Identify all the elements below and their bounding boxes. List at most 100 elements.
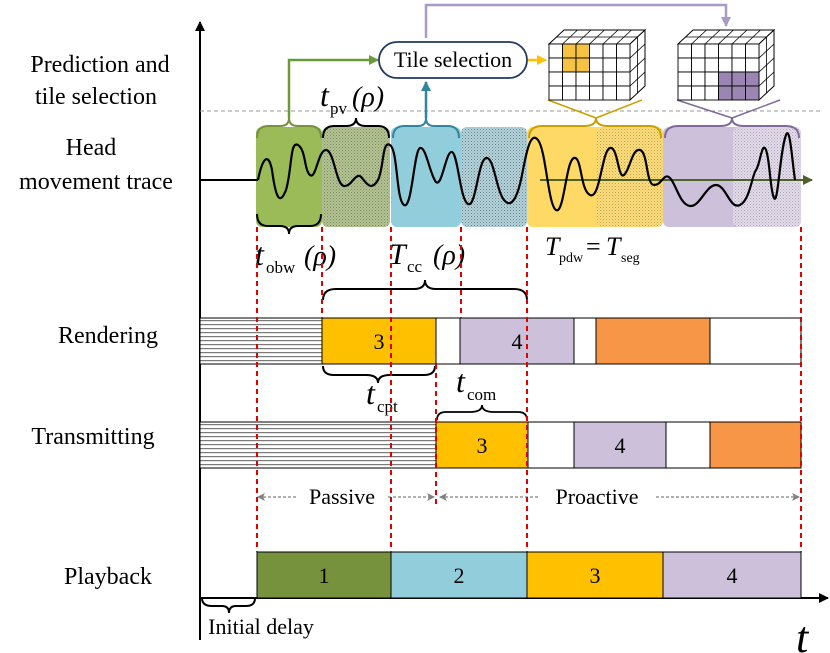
- proactive-label: Proactive: [555, 484, 638, 509]
- tile-cell: [677, 85, 692, 101]
- tile-cell: [589, 71, 604, 87]
- head-trace-curve: [256, 132, 797, 212]
- brace-initial-delay: [201, 597, 256, 614]
- pdw3-connector-right: [595, 99, 643, 119]
- tile-cell: [602, 43, 617, 59]
- tile-cell: [704, 85, 719, 101]
- brace-T-cc: [322, 279, 528, 301]
- symbol-t-com: t com: [456, 363, 496, 404]
- transmitting-gap-1: [527, 421, 575, 469]
- tile-cell-selected: [718, 85, 733, 101]
- tile-cell: [691, 57, 706, 73]
- tile-cell: [677, 57, 692, 73]
- playback-block-1: [256, 551, 392, 599]
- row-label-head-1: Head: [66, 135, 117, 161]
- symbol-t-obw: t obw (ρ): [255, 236, 336, 277]
- cc-hatch-tint: [461, 127, 527, 227]
- transmitting-idle-hatch: [199, 421, 437, 469]
- playback-block-4: [662, 551, 802, 599]
- tile-cell: [589, 43, 604, 59]
- svg-text:t: t: [320, 77, 330, 113]
- pdw-hatch-tint-3: [597, 127, 663, 227]
- tile-cell-selected: [745, 71, 760, 87]
- tile-cell: [704, 57, 719, 73]
- pdw3-connector-left: [547, 99, 597, 119]
- tile-cell: [704, 43, 719, 59]
- tile-cell-selected: [575, 57, 590, 73]
- tile-cell: [548, 85, 563, 101]
- pdw4-connector-right: [731, 99, 781, 119]
- svg-text:(ρ): (ρ): [433, 240, 465, 271]
- svg-text:cc: cc: [407, 257, 423, 276]
- tile-cell: [718, 57, 733, 73]
- tile-cell-selected: [745, 85, 760, 101]
- tile-cell-selected: [562, 43, 577, 59]
- tile-cell-selected: [731, 85, 746, 101]
- feedback-arrow-to-next-cube: [424, 3, 731, 38]
- tile-cell: [731, 43, 746, 59]
- tile-cell-selected: [575, 43, 590, 59]
- brace-pv-top: [322, 117, 390, 139]
- pdw4-connector-left: [676, 99, 733, 119]
- tile-cell-selected: [731, 71, 746, 87]
- transmitting-block-5: [709, 421, 802, 469]
- symbol-t-pv: t pv (ρ): [320, 77, 384, 118]
- playback-label-4: 4: [727, 563, 738, 588]
- rendering-gap-1: [435, 317, 461, 365]
- playback-label-2: 2: [454, 563, 465, 588]
- tile-selection-label: Tile selection: [394, 47, 512, 72]
- svg-text:(ρ): (ρ): [352, 82, 384, 113]
- tile-cell: [691, 43, 706, 59]
- tile-cell: [616, 71, 631, 87]
- symbol-T-pdw-eq-T-seg: T pdw = T seg: [545, 232, 640, 266]
- tile-cube-segment-3: [547, 28, 647, 102]
- tile-cell: [616, 57, 631, 73]
- tile-selection-box: [378, 41, 528, 79]
- tile-cell: [602, 71, 617, 87]
- playback-row: 1 2 3 4: [256, 551, 802, 599]
- tile-cell: [548, 43, 563, 59]
- svg-text:T: T: [606, 232, 622, 261]
- svg-text:t: t: [366, 375, 376, 411]
- tile-cell: [691, 85, 706, 101]
- tile-cell: [704, 71, 719, 87]
- tile-cell: [589, 85, 604, 101]
- row-label-prediction-2: tile selection: [35, 84, 157, 110]
- rendering-gap-2: [573, 317, 597, 365]
- tile-cell: [548, 71, 563, 87]
- tile-cell: [562, 85, 577, 101]
- transmitting-label-4: 4: [615, 433, 626, 458]
- row-label-rendering: Rendering: [58, 323, 158, 349]
- tile-cell: [731, 57, 746, 73]
- svg-text:T: T: [545, 232, 561, 261]
- cc-window-block: [391, 127, 461, 227]
- transmitting-block-4: [573, 421, 667, 469]
- tile-cell: [745, 43, 760, 59]
- initial-delay-label: Initial delay: [208, 614, 314, 639]
- rendering-row: 3 4: [199, 317, 802, 365]
- tile-cell: [575, 71, 590, 87]
- svg-text:(ρ): (ρ): [304, 241, 336, 272]
- svg-text:cpt: cpt: [377, 397, 398, 416]
- svg-text:seg: seg: [621, 251, 640, 266]
- tile-cell: [718, 43, 733, 59]
- svg-text:pdw: pdw: [559, 251, 584, 266]
- tile-cell: [548, 57, 563, 73]
- tile-cell: [589, 57, 604, 73]
- tile-cell: [602, 85, 617, 101]
- rendering-label-3: 3: [374, 329, 385, 354]
- row-label-playback: Playback: [64, 564, 152, 590]
- svg-text:=: =: [586, 232, 601, 261]
- tile-cell-selected: [718, 71, 733, 87]
- svg-text:t: t: [255, 236, 265, 272]
- row-label-transmitting: Transmitting: [31, 424, 154, 450]
- rendering-block-5: [595, 317, 711, 365]
- tile-cell: [677, 43, 692, 59]
- brace-obw-bottom: [256, 213, 322, 235]
- brace-t-com: [436, 404, 528, 421]
- tile-cell: [562, 71, 577, 87]
- red-guide-lines: [256, 227, 802, 552]
- tile-cube-segment-4: [676, 28, 776, 102]
- tile-cell: [602, 57, 617, 73]
